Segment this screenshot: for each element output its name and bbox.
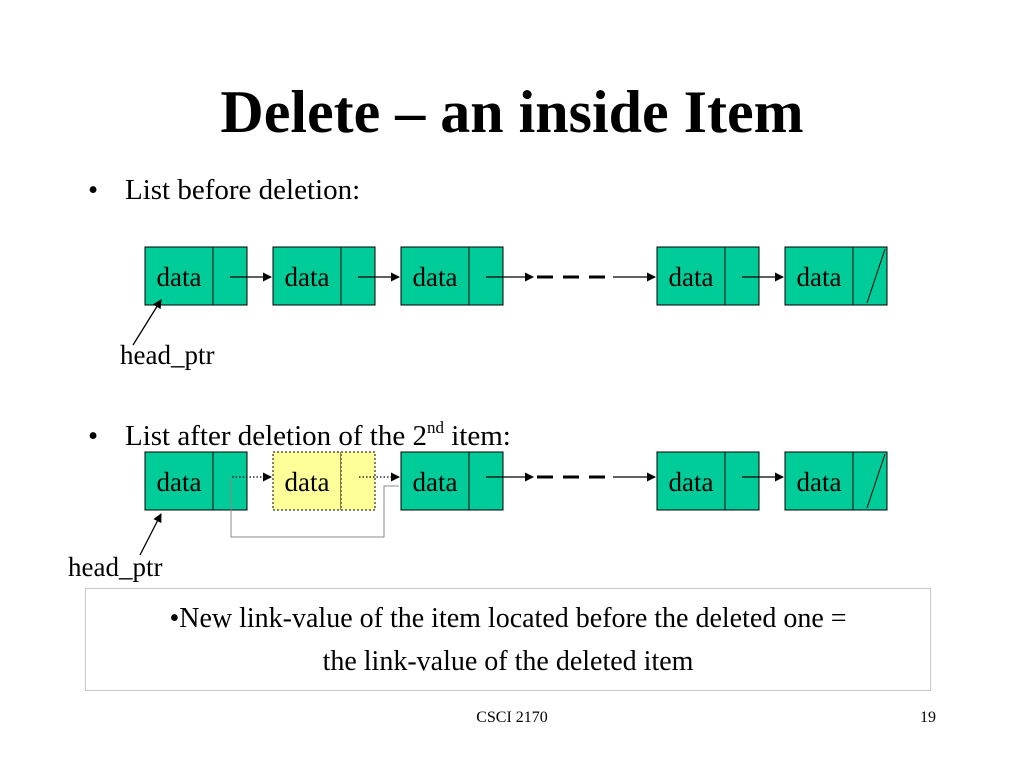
node-link-field — [724, 246, 760, 306]
list-node: data — [144, 246, 248, 306]
deleted-list-node: data — [272, 451, 376, 511]
explanation-line-2: the link-value of the deleted item — [322, 646, 694, 677]
node-data-field — [144, 246, 214, 306]
list-node: data — [784, 451, 888, 511]
node-data-field — [272, 451, 342, 511]
node-data-label: data — [669, 467, 714, 497]
ordinal-suffix: nd — [426, 418, 444, 437]
node-link-field — [212, 451, 248, 511]
bullet-symbol: • — [88, 420, 99, 452]
list-node: data — [656, 246, 760, 306]
head-ptr-label: head_ptr — [120, 340, 214, 370]
list-node: data — [272, 246, 376, 306]
node-data-label: data — [413, 467, 458, 497]
node-link-field — [468, 246, 504, 306]
node-data-label: data — [157, 467, 202, 497]
footer-course: CSCI 2170 — [476, 709, 548, 726]
null-link-slash — [866, 453, 886, 509]
node-link-field — [212, 246, 248, 306]
bullet-after-text: List after deletion of the 2 — [125, 420, 427, 452]
bypass-link — [230, 478, 399, 538]
node-data-label: data — [669, 262, 714, 292]
node-link-field — [468, 451, 504, 511]
bullet-list-after: • List after deletion of the 2nd item: — [88, 418, 511, 454]
list-before-deletion: data data data data data head_ptr — [120, 246, 888, 370]
list-node: data — [784, 246, 888, 306]
slide-title: Delete – an inside Item — [220, 79, 804, 145]
null-link-slash — [866, 248, 886, 304]
page-number: 19 — [920, 709, 936, 726]
node-data-label: data — [285, 262, 330, 292]
list-after-deletion: data data data data data head_ptr — [68, 451, 888, 582]
node-data-field — [656, 246, 726, 306]
list-node: data — [400, 451, 504, 511]
node-data-field — [144, 451, 214, 511]
head-ptr-label: head_ptr — [68, 552, 162, 582]
head-pointer-arrow — [139, 513, 162, 556]
node-data-field — [272, 246, 342, 306]
node-link-field — [724, 451, 760, 511]
node-data-field — [784, 246, 854, 306]
head-pointer-arrow — [132, 299, 162, 346]
node-data-field — [656, 451, 726, 511]
node-link-field — [852, 451, 888, 511]
explanation-box: •New link-value of the item located befo… — [85, 588, 931, 691]
node-data-field — [400, 246, 470, 306]
bullet-symbol: • — [88, 174, 99, 206]
bullet-after-suffix: item: — [443, 420, 511, 452]
node-data-field — [784, 451, 854, 511]
node-link-field — [852, 246, 888, 306]
explanation-line-1: •New link-value of the item located befo… — [169, 603, 847, 634]
bullet-list-before: • List before deletion: — [88, 172, 360, 208]
list-node: data — [656, 451, 760, 511]
node-data-label: data — [797, 467, 842, 497]
list-node: data — [144, 451, 248, 511]
node-link-field — [340, 246, 376, 306]
list-node: data — [400, 246, 504, 306]
node-data-label: data — [157, 262, 202, 292]
node-data-label: data — [797, 262, 842, 292]
bullet-before-text: List before deletion: — [125, 174, 361, 206]
node-data-label: data — [413, 262, 458, 292]
node-link-field — [340, 451, 376, 511]
node-data-label: data — [285, 467, 330, 497]
